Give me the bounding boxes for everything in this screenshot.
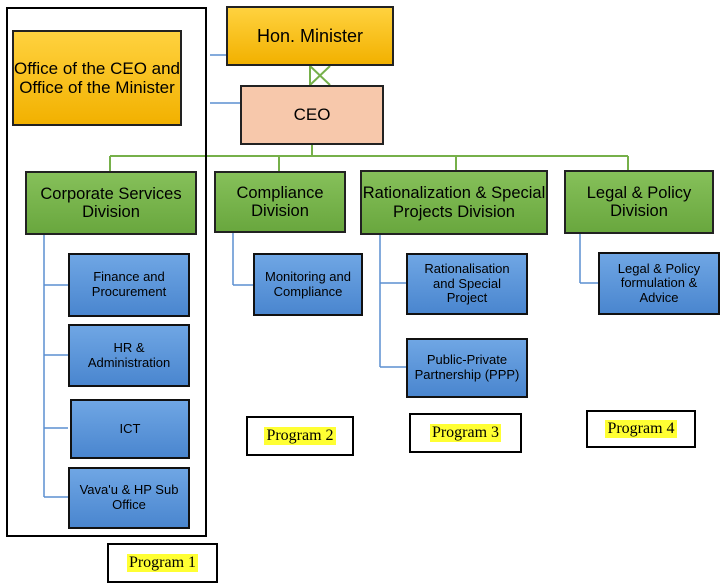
program-1-label: Program 1 — [107, 543, 218, 583]
division-compliance: Compliance Division — [214, 171, 346, 233]
division-corporate-services: Corporate Services Division — [25, 171, 197, 235]
program-3-label: Program 3 — [409, 413, 522, 453]
program-3-text: Program 3 — [429, 424, 502, 442]
unit-finance-procurement: Finance and Procurement — [68, 253, 190, 317]
unit-hr-administration: HR & Administration — [68, 324, 190, 387]
office-ceo-minister-box: Office of the CEO and Office of the Mini… — [12, 30, 182, 126]
program-4-text: Program 4 — [605, 420, 677, 438]
program-2-label: Program 2 — [246, 416, 354, 456]
ceo-box: CEO — [240, 85, 384, 145]
connector-minister-ceo-diag2 — [309, 65, 331, 86]
unit-rationalisation-special-project: Rationalisation and Special Project — [406, 253, 528, 315]
unit-public-private-partnership: Public-Private Partnership (PPP) — [406, 338, 528, 398]
division-legal-policy: Legal & Policy Division — [564, 170, 714, 234]
program-1-frame — [6, 7, 207, 537]
unit-monitoring-compliance: Monitoring and Compliance — [253, 253, 363, 316]
unit-legal-policy-formulation: Legal & Policy formulation & Advice — [598, 252, 720, 315]
hon-minister-box: Hon. Minister — [226, 6, 394, 66]
program-2-text: Program 2 — [264, 427, 336, 445]
unit-vavau-hp-sub-office: Vava'u & HP Sub Office — [68, 467, 190, 529]
unit-ict: ICT — [70, 399, 190, 459]
program-4-label: Program 4 — [586, 410, 696, 448]
program-1-text: Program 1 — [126, 554, 199, 572]
division-rationalization: Rationalization & Special Projects Divis… — [360, 170, 548, 235]
